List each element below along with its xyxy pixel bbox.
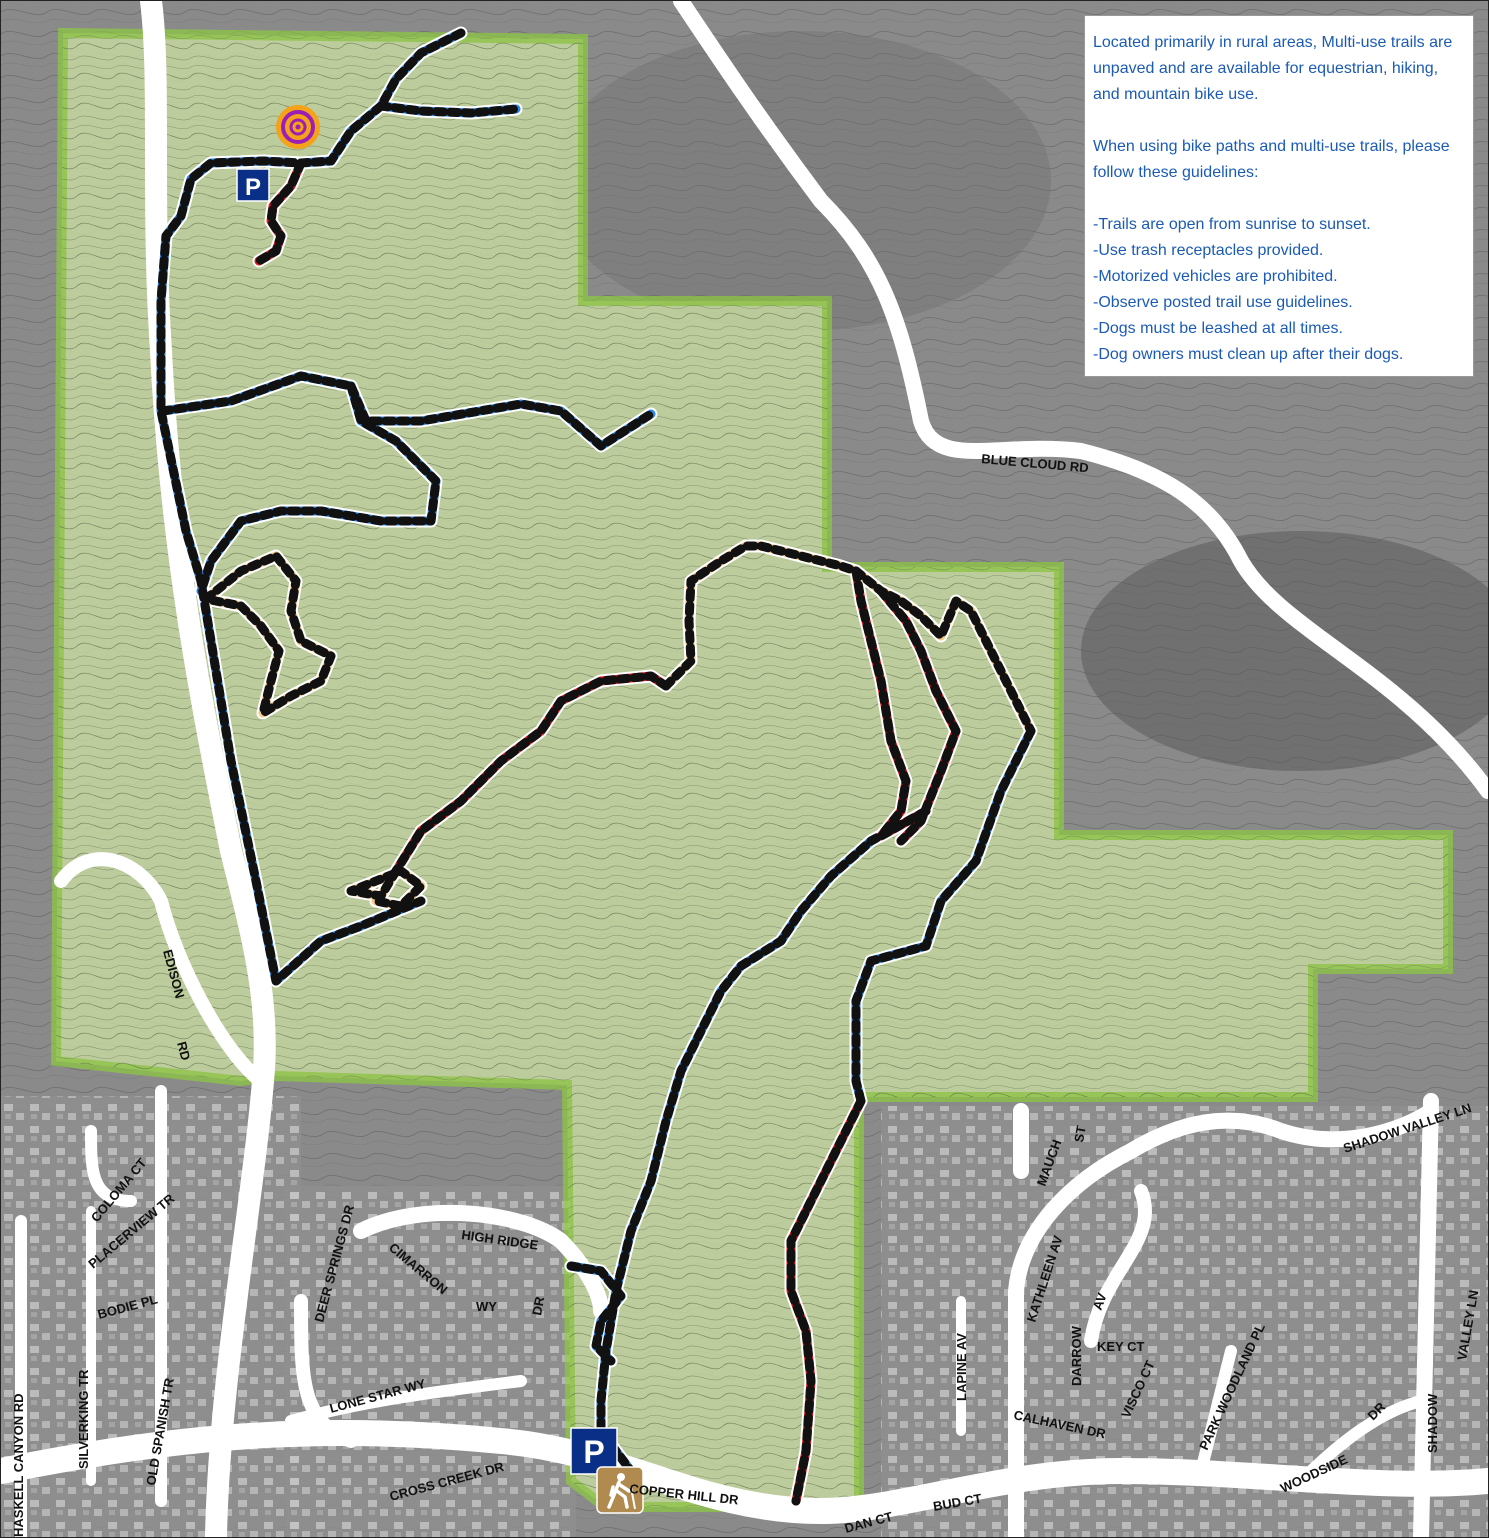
target-viewpoint-icon[interactable]	[276, 105, 320, 149]
info-rule: -Dog owners must clean up after their do…	[1093, 346, 1404, 363]
street-label-silverking-tr: SILVERKING TR	[76, 1369, 91, 1469]
info-panel: Located primarily in rural areas, Multi-…	[1084, 15, 1474, 377]
street-label-shadow: SHADOW	[1425, 1393, 1440, 1453]
info-rule: -Motorized vehicles are prohibited.	[1093, 268, 1338, 285]
trails[interactable]	[154, 26, 1038, 1508]
info-rule: -Trails are open from sunrise to sunset.	[1093, 216, 1371, 233]
dark-ridge	[1081, 531, 1488, 771]
parking-label: P	[245, 174, 261, 201]
parking-label: P	[583, 1434, 604, 1470]
info-rule: -Dogs must be leashed at all times.	[1093, 320, 1343, 337]
info-rule: -Use trash receptacles provided.	[1093, 242, 1324, 259]
street-label-lapine-av: LAPINE AV	[954, 1333, 969, 1401]
street-label-edison-rd: RD	[174, 1040, 193, 1062]
street-label-darrow-av: AV	[1090, 1291, 1110, 1313]
street-label-cimarron-wy: WY	[476, 1299, 497, 1314]
info-rule: -Observe posted trail use guidelines.	[1093, 294, 1353, 311]
residential-area-center	[286, 1186, 576, 1537]
street-label-haskell-canyon-rd: HASKELL CANYON RD	[11, 1394, 26, 1538]
street-label-mauch-st: ST	[1071, 1124, 1089, 1143]
street-label-high-ridge-dr: DR	[529, 1295, 547, 1317]
park-contours	[56, 33, 1448, 1507]
parking-icon[interactable]: P	[570, 1427, 618, 1475]
info-intro: Located primarily in rural areas, Multi-…	[1093, 34, 1453, 103]
trail-dash-overlay	[156, 28, 1036, 1506]
street-label-darrow: DARROW	[1069, 1325, 1084, 1386]
parking-icon[interactable]: P	[236, 168, 270, 202]
street-label-key-ct: KEY CT	[1097, 1339, 1144, 1354]
hiker-trailhead-icon[interactable]	[596, 1466, 644, 1514]
info-guidelines-intro: When using bike paths and multi-use trai…	[1093, 138, 1450, 181]
